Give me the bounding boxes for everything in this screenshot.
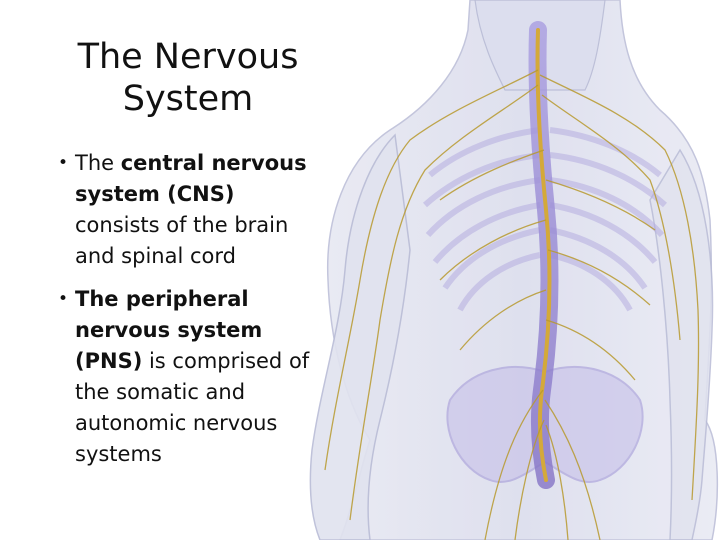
bullet-glyph: • bbox=[58, 289, 69, 309]
bullet-pns: • The peripheral nervous system (PNS) is… bbox=[56, 284, 324, 470]
bullet-glyph: • bbox=[58, 153, 69, 173]
bullet-cns: • The central nervous system (CNS) consi… bbox=[56, 148, 324, 272]
right-arm bbox=[649, 148, 714, 540]
bullet-list: • The central nervous system (CNS) consi… bbox=[56, 148, 324, 482]
title-line-1: The Nervous bbox=[77, 37, 299, 77]
spinal-column bbox=[528, 21, 559, 489]
bullet-pns-term: The peripheral nervous system (PNS) bbox=[75, 287, 263, 373]
title-line-2: System bbox=[122, 79, 254, 119]
rib-cage bbox=[422, 127, 668, 312]
left-arm bbox=[309, 133, 411, 540]
peripheral-nerves bbox=[324, 69, 700, 540]
bullet-pns-text: is comprised of the somatic and autonomi… bbox=[75, 349, 310, 466]
nervous-system-illustration bbox=[309, 0, 719, 540]
bullet-cns-term: central nervous system (CNS) bbox=[75, 151, 307, 206]
bullet-cns-text: consists of the brain and spinal cord bbox=[75, 213, 289, 268]
slide-title: The Nervous System bbox=[60, 36, 316, 120]
bullet-cns-lead: The bbox=[75, 151, 121, 175]
